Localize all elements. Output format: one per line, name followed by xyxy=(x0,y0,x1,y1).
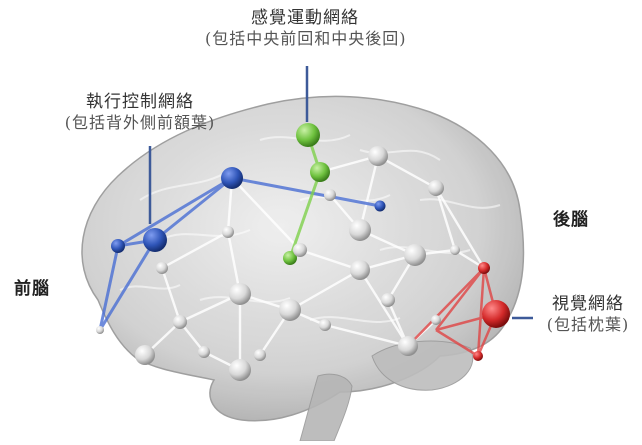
network-node xyxy=(135,345,155,365)
network-node xyxy=(381,293,395,307)
network-node xyxy=(173,315,187,329)
network-node xyxy=(229,359,251,381)
network-node xyxy=(404,244,426,266)
sensorimotor-subtitle: (包括中央前回和中央後回) xyxy=(205,29,405,49)
network-node xyxy=(350,260,370,280)
sensorimotor-label: 感覺運動網絡 (包括中央前回和中央後回) xyxy=(205,8,405,49)
network-node xyxy=(450,245,460,255)
network-node xyxy=(254,349,266,361)
visual-label: 視覺網絡 (包括枕葉) xyxy=(536,294,640,335)
sensorimotor-node xyxy=(296,123,320,147)
network-node xyxy=(293,243,307,257)
network-node xyxy=(428,180,444,196)
frontal-label: 前腦 xyxy=(14,279,50,300)
sensorimotor-node xyxy=(310,162,330,182)
network-node xyxy=(156,262,168,274)
network-node xyxy=(229,283,251,305)
network-node xyxy=(398,336,418,356)
network-node xyxy=(431,315,441,325)
network-node xyxy=(324,189,336,201)
executive-node xyxy=(143,228,167,252)
network-node xyxy=(96,326,104,334)
network-node xyxy=(349,219,371,241)
executive-node xyxy=(375,201,386,212)
visual-node xyxy=(473,351,483,361)
executive-subtitle: (包括背外側前額葉) xyxy=(35,113,245,133)
visual-subtitle: (包括枕葉) xyxy=(536,315,640,335)
visual-title: 視覺網絡 xyxy=(536,294,640,315)
network-node xyxy=(279,299,301,321)
network-node xyxy=(368,146,388,166)
executive-label: 執行控制網絡 (包括背外側前額葉) xyxy=(35,92,245,133)
sensorimotor-title: 感覺運動網絡 xyxy=(205,8,405,29)
network-node xyxy=(222,226,234,238)
executive-node xyxy=(221,167,243,189)
visual-node xyxy=(482,300,510,328)
network-node xyxy=(319,319,331,331)
network-node xyxy=(198,346,210,358)
posterior-label: 後腦 xyxy=(553,210,589,231)
executive-node xyxy=(111,239,125,253)
visual-node xyxy=(478,262,490,274)
executive-title: 執行控制網絡 xyxy=(35,92,245,113)
